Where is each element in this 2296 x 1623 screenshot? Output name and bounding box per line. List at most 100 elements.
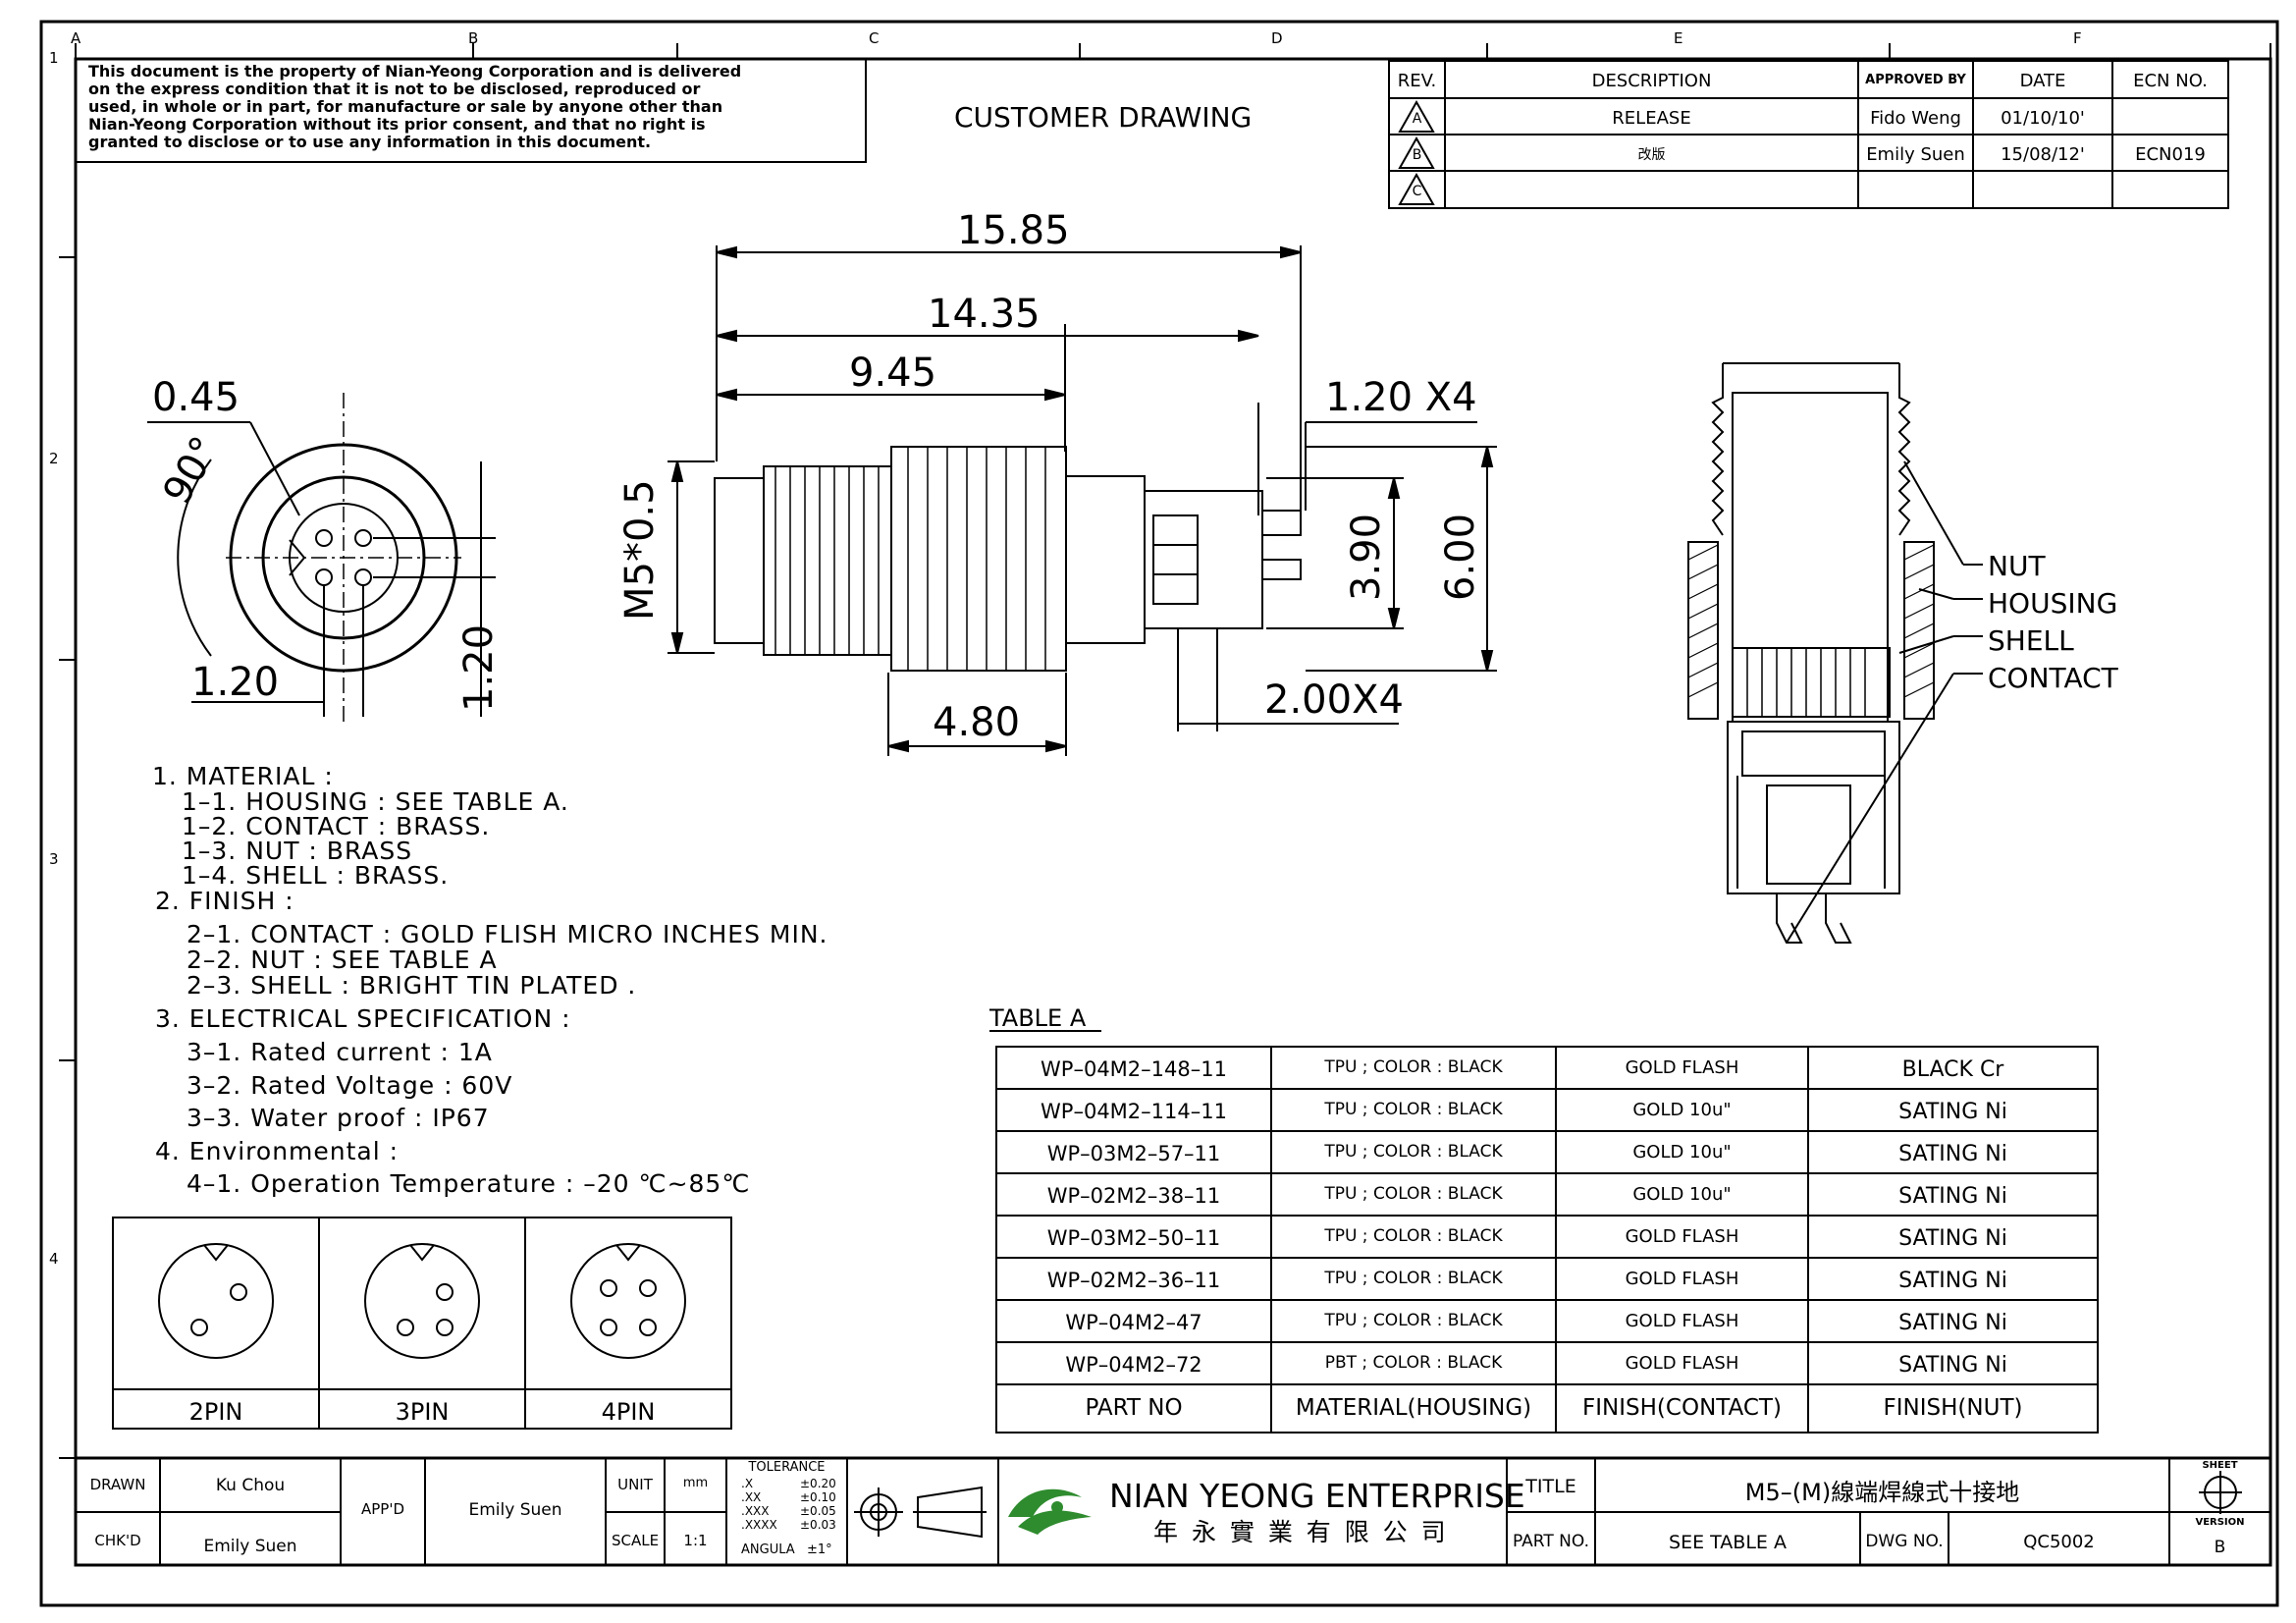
table-a-cell: GOLD FLASH [1625,1269,1739,1289]
table-a-cell: WP–04M2–72 [1065,1353,1202,1377]
row-label-2: 2 [49,450,59,467]
rev-b-letter: B [1412,147,1422,163]
col-label-c: C [869,29,880,47]
table-a-cell: SATING Ni [1898,1226,2007,1251]
tol-xxx-key: .XXX [741,1504,770,1518]
table-a-header: PART NO [1085,1395,1183,1421]
table-a-cell: GOLD 10u" [1632,1184,1732,1205]
title-block-grid [76,1456,2270,1565]
note-line: 1–4. SHELL : BRASS. [182,861,450,890]
dim-mid: 14.35 [928,292,1041,337]
note-line: 1–3. NUT : BRASS [182,837,413,865]
dim-overall: 15.85 [957,208,1070,253]
company-name-en: NIAN YEONG ENTERPRISE [1109,1477,1525,1515]
table-a-cell: GOLD FLASH [1625,1311,1739,1331]
dim-front-120-h: 1.20 [191,660,280,705]
drawn-value: Ku Chou [215,1476,286,1495]
table-a-cell: SATING Ni [1898,1353,2007,1378]
table-a-cell: BLACK Cr [1901,1057,2004,1082]
tolerance-label: TOLERANCE [748,1460,826,1475]
dim-pin: 1.20 X4 [1325,375,1477,420]
rev-header-rev: REV. [1397,71,1437,91]
table-a-cell: TPU ; COLOR : BLACK [1324,1311,1503,1330]
appd-label: APP'D [360,1500,405,1518]
table-a-cell: TPU ; COLOR : BLACK [1324,1142,1503,1162]
note-line: 1–2. CONTACT : BRASS. [182,812,491,840]
dwgno-label: DWG NO. [1865,1532,1944,1551]
note-line: 4–1. Operation Temperature : –20 ℃~85℃ [187,1169,751,1198]
sheet-label: SHEET [2202,1460,2238,1471]
note-line: 4. Environmental : [155,1137,400,1165]
title-label: TITLE [1525,1476,1576,1497]
col-label-b: B [468,29,479,47]
section-labels: NUT HOUSING SHELL CONTACT [1988,548,2118,697]
table-a-cell: WP–02M2–38–11 [1046,1184,1221,1208]
partno-value: SEE TABLE A [1669,1532,1787,1553]
label-nut: NUT [1988,550,2046,582]
scale-value: 1:1 [683,1532,708,1549]
table-a-cell: SATING Ni [1898,1184,2007,1209]
rev-a-date: 01/10/10' [2001,108,2085,129]
rev-a-approved: Fido Weng [1870,108,1961,129]
company-name-zh: 年 永 實 業 有 限 公 司 [1153,1518,1449,1546]
disclaimer-line: granted to disclose or to use any inform… [88,133,652,151]
table-a-header: FINISH(NUT) [1883,1395,2023,1421]
appd-value: Emily Suen [468,1500,562,1520]
rev-header-date: DATE [2019,71,2066,91]
table-a-cell: TPU ; COLOR : BLACK [1324,1226,1503,1246]
disclaimer: This document is the property of Nian-Ye… [88,63,741,151]
col-label-e: E [1674,29,1683,47]
front-view [147,393,496,722]
revision-table-grid [1388,60,2229,209]
col-label-a: A [71,29,81,47]
table-a-cell: WP–03M2–50–11 [1046,1226,1221,1250]
table-a-cell: SATING Ni [1898,1142,2007,1166]
label-housing: HOUSING [1988,587,2118,620]
rev-b-approved: Emily Suen [1866,144,1965,165]
pin-config-grid [112,1217,732,1430]
note-line: 2. FINISH : [155,887,294,915]
rev-b-date: 15/08/12' [2001,144,2085,165]
disclaimer-line: on the express condition that it is not … [88,80,701,98]
drawing-type: CUSTOMER DRAWING [954,101,1253,134]
disclaimer-line: Nian-Yeong Corporation without its prior… [88,115,706,134]
table-a-cell: TPU ; COLOR : BLACK [1324,1184,1503,1204]
section-view [1687,362,1983,944]
note-line: 1–1. HOUSING : SEE TABLE A. [182,787,569,816]
note-line: 3. ELECTRICAL SPECIFICATION : [155,1004,571,1033]
table-a-cell: PBT ; COLOR : BLACK [1324,1353,1503,1373]
note-line: 3–3. Water proof : IP67 [187,1104,490,1132]
projection-symbol [854,1486,987,1539]
table-a-cell: GOLD 10u" [1632,1142,1732,1163]
table-a-title: TABLE A [989,1004,1087,1032]
col-label-d: D [1271,29,1283,47]
tol-xxxx-key: .XXXX [741,1518,777,1532]
table-a-cell: GOLD 10u" [1632,1100,1732,1120]
table-a-cell: GOLD FLASH [1625,1353,1739,1374]
dim-front-045: 0.45 [152,375,240,420]
tol-xxxx-val: ±0.03 [800,1518,836,1532]
version-label: VERSION [2195,1517,2245,1528]
table-a-header: MATERIAL(HOUSING) [1295,1395,1532,1421]
dwgno-value: QC5002 [2023,1532,2095,1552]
company-logo [1008,1488,1092,1535]
tol-x-key: .X [741,1477,754,1490]
note-line: 2–2. NUT : SEE TABLE A [187,946,498,974]
dim-front-120-v: 1.20 [456,623,502,712]
version-value: B [2214,1538,2226,1557]
col-label-f: F [2073,29,2082,47]
disclaimer-box [75,58,867,163]
pin-label-4pin: 4PIN [601,1398,656,1426]
dim-thread: M5*0.5 [617,479,663,621]
label-shell: SHELL [1988,624,2074,657]
table-a-cell: WP–03M2–57–11 [1046,1142,1221,1165]
table-a-cell: WP–04M2–148–11 [1041,1057,1227,1081]
dim-inner: 3.90 [1344,513,1389,601]
rev-b-description: 改版 [1637,147,1666,163]
table-a-grid [995,1046,2099,1434]
partno-label: PART NO. [1513,1532,1589,1551]
pin-config-3pin [364,1243,480,1359]
chkd-value: Emily Suen [203,1537,297,1556]
angular-value: ±1° [807,1542,832,1557]
